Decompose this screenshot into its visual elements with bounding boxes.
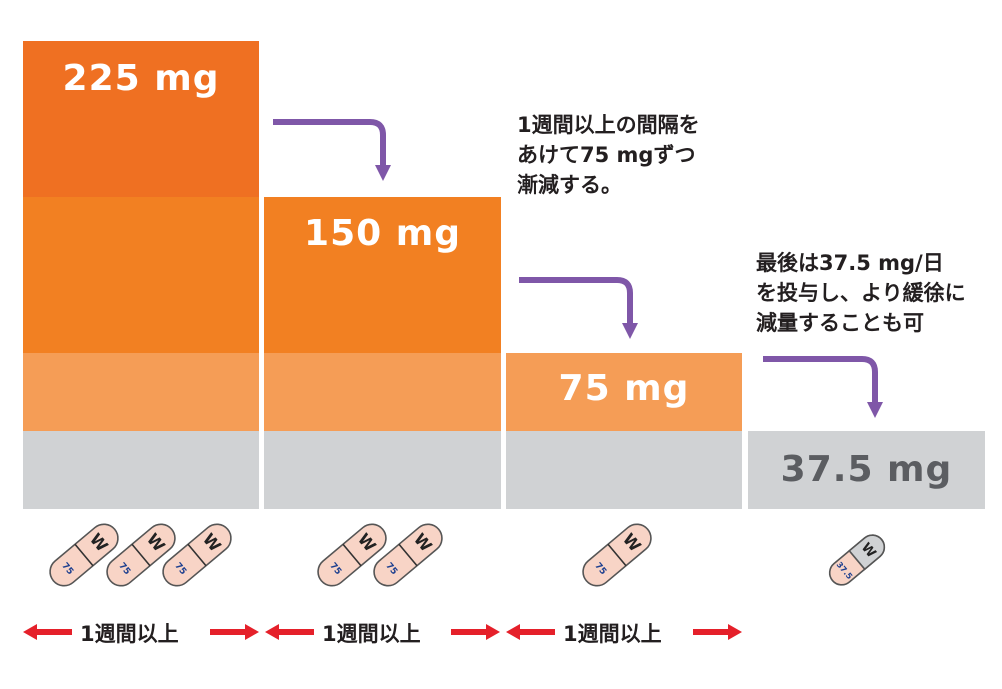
dose-band-225 [23,41,259,197]
final-note-line: を投与し、より緩徐に [756,281,966,305]
step-down-arrow-icon [763,356,878,404]
dose-band-37-5 [264,431,501,509]
step-down-arrow-icon [519,277,633,325]
capsule-row: W 75 W 37.5 [43,517,891,593]
dose-label-150: 150 mg [304,213,461,254]
duration-label: 1週間以上 [80,622,179,646]
taper-note: 1週間以上の間隔を あけて75 mgずつ 漸減する。 [517,110,700,200]
capsule-37-5mg-icon [823,529,891,591]
dose-band-150 [23,197,259,353]
duration-label: 1週間以上 [563,622,662,646]
arrow-left-icon [265,624,314,640]
dose-band-75 [264,353,501,431]
arrow-left-icon [506,624,555,640]
dose-band-150 [264,197,501,353]
dose-band-75 [506,353,742,431]
step-down-arrow-icon [273,119,386,167]
duration-label: 1週間以上 [322,622,421,646]
dose-label-37-5: 37.5 mg [780,449,953,490]
dose-label-225: 225 mg [62,58,220,99]
taper-note-line: あけて75 mgずつ [517,143,696,167]
final-step-note: 最後は37.5 mg/日 を投与し、より緩徐に 減量することも可 [756,248,966,338]
final-note-line: 最後は37.5 mg/日 [756,251,944,275]
final-note-line: 減量することも可 [756,311,924,335]
arrowhead-icon [375,165,391,181]
dose-band-37-5 [748,431,985,509]
arrow-left-icon [23,624,72,640]
taper-note-line: 1週間以上の間隔を [517,113,700,137]
taper-note-line: 漸減する。 [517,173,622,197]
arrow-right-icon [693,624,742,640]
dose-label-75: 75 mg [558,368,690,409]
arrowhead-icon [622,323,638,339]
dose-band-37-5 [23,431,259,509]
arrow-right-icon [210,624,259,640]
arrow-right-icon [451,624,500,640]
duration-arrows [23,624,742,640]
dose-band-75 [23,353,259,431]
capsule-75mg-icon [576,517,658,593]
dose-band-37-5 [506,431,742,509]
arrowhead-icon [867,402,883,418]
